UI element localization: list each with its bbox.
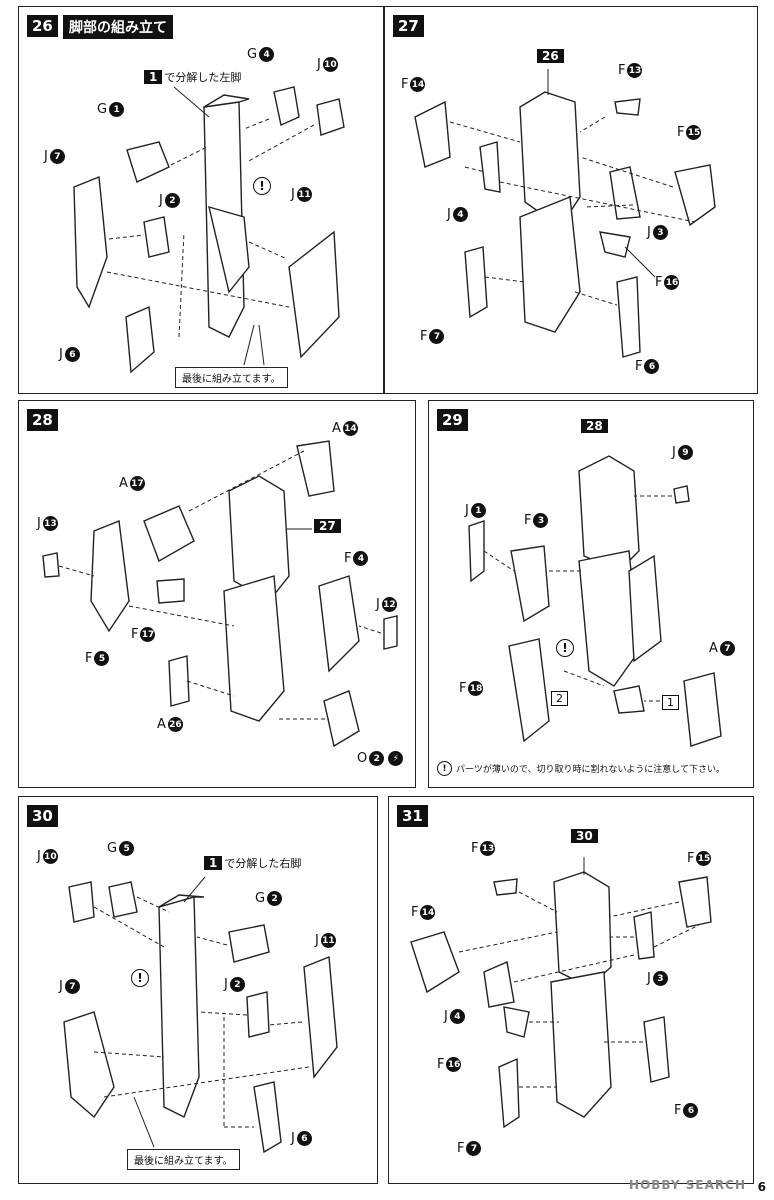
caution-icon: ! [131, 969, 149, 987]
sequence-marker: 2 [551, 691, 568, 706]
fragile-part-icon: ! [437, 761, 452, 776]
step-number: 31 [397, 805, 428, 827]
ref-step-number: 1 [204, 856, 223, 870]
step-number: 26 [27, 15, 58, 37]
caution-icon: ! [253, 177, 271, 195]
leg-armor-diagram [468, 455, 722, 747]
step-number: 28 [27, 409, 58, 431]
assembly-note: 最後に組み立てます。 [127, 1149, 240, 1170]
ref-step-label: 27 [314, 519, 341, 533]
ref-text: で分解した右脚 [224, 857, 302, 870]
right-leg-diagram [63, 876, 338, 1154]
caution-note: ! パーツが薄いので、切り取り時に割れないように注意して下さい。 [437, 761, 725, 776]
leg-armor-diagram [414, 69, 716, 358]
ref-text: で分解した左脚 [164, 71, 242, 84]
step-number: 27 [393, 15, 424, 37]
sequence-marker: 1 [662, 695, 679, 710]
reference-label: 1 で分解した左脚 [144, 69, 241, 85]
ref-step-label: 26 [537, 49, 564, 63]
page-number: 6 [757, 1180, 766, 1194]
ref-step-number: 1 [144, 70, 163, 84]
leg-armor-diagram [410, 857, 712, 1129]
watermark-text: HOBBY SEARCH [629, 1178, 746, 1192]
cut-icon: ⚡ [388, 751, 404, 766]
fragile-part-icon: ! [556, 639, 574, 657]
reference-label: 1 で分解した右脚 [204, 855, 301, 871]
step-title: 脚部の組み立て [63, 15, 173, 39]
leg-armor-diagram [42, 440, 398, 748]
assembly-note: 最後に組み立てます。 [175, 367, 288, 388]
left-leg-diagram [73, 86, 345, 374]
caution-text: パーツが薄いので、切り取り時に割れないように注意して下さい。 [456, 765, 726, 775]
step-number: 29 [437, 409, 468, 431]
ref-step-label: 28 [581, 419, 608, 433]
step-number: 30 [27, 805, 58, 827]
ref-step-label: 30 [571, 829, 598, 843]
